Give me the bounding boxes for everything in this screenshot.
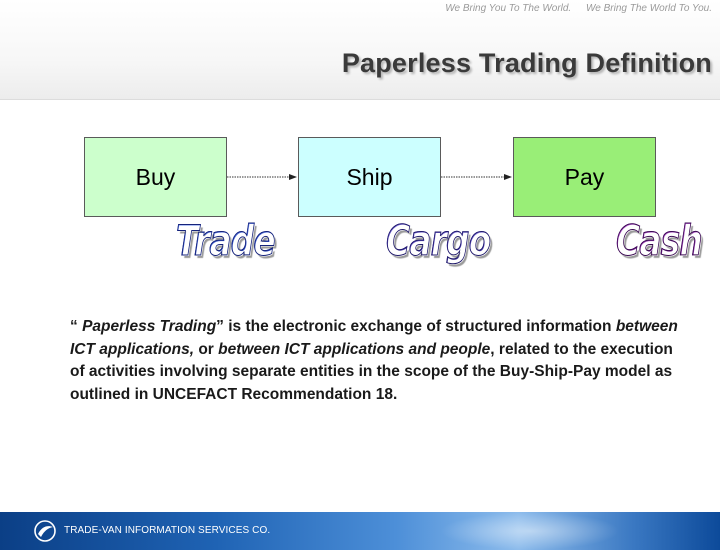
tagline-left: We Bring You To The World.: [445, 3, 572, 14]
company-name: TRADE-VAN INFORMATION SERVICES CO.: [64, 525, 271, 536]
footer-bar: TRADE-VAN INFORMATION SERVICES CO.: [0, 512, 720, 550]
header-band: We Bring You To The World. We Bring The …: [0, 0, 720, 100]
trade-van-logo-icon: [34, 520, 56, 542]
pay-label: Pay: [564, 163, 605, 190]
close-quote: ”: [216, 318, 224, 335]
ship-box: Ship: [298, 137, 441, 217]
header-divider: [0, 99, 720, 100]
pay-box: Pay: [513, 137, 656, 217]
term: Paperless Trading: [82, 318, 217, 335]
buy-box: Buy: [84, 137, 227, 217]
definition-emphasis-1: between ICT applications,: [70, 318, 678, 358]
definition-part-1: is the electronic exchange of structured…: [223, 318, 616, 335]
definition-part-3: , related to the execution of activities…: [70, 340, 673, 403]
definition-emphasis-2: between ICT applications and people: [218, 340, 491, 358]
slide-title: Paperless Trading Definition: [341, 48, 712, 78]
definition-part-2: or: [194, 340, 219, 358]
ship-label: Ship: [346, 163, 393, 190]
buy-label: Buy: [135, 163, 176, 190]
cargo-wordart: Cargo: [386, 216, 492, 266]
footer-glow: [440, 512, 620, 550]
cash-wordart: Cash: [616, 216, 703, 266]
definition-paragraph: “ Paperless Trading” is the electronic e…: [70, 316, 682, 406]
trade-wordart: Trade: [176, 216, 276, 266]
tagline: We Bring You To The World. We Bring The …: [445, 3, 712, 14]
open-quote: “: [70, 318, 78, 335]
tagline-right: We Bring The World To You.: [586, 3, 712, 14]
